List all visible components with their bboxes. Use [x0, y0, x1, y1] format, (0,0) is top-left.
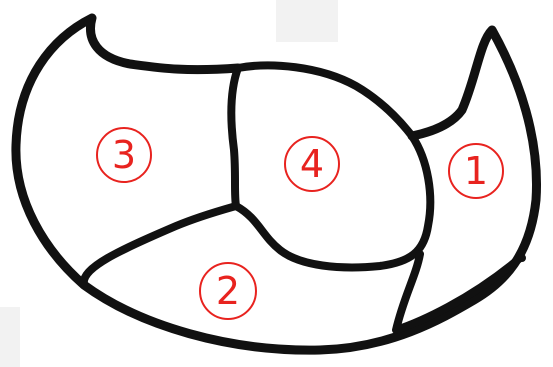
region-1-number: 1 [464, 149, 488, 193]
scan-artifact-bottom-left [0, 307, 20, 367]
region-2-number: 2 [216, 269, 240, 313]
ink-dot [518, 254, 526, 262]
region-4-outline [236, 65, 430, 267]
region-3-number: 3 [112, 133, 136, 177]
divider-3-2 [84, 206, 236, 285]
region-4-number: 4 [300, 142, 324, 186]
divider-2-1 [396, 254, 520, 330]
region-label-1: 1 [449, 144, 503, 198]
region-label-4: 4 [285, 137, 339, 191]
region-label-2: 2 [200, 263, 256, 319]
scan-artifact-top [276, 0, 338, 42]
divider-3-4 [231, 68, 238, 206]
region-label-3: 3 [97, 128, 151, 182]
